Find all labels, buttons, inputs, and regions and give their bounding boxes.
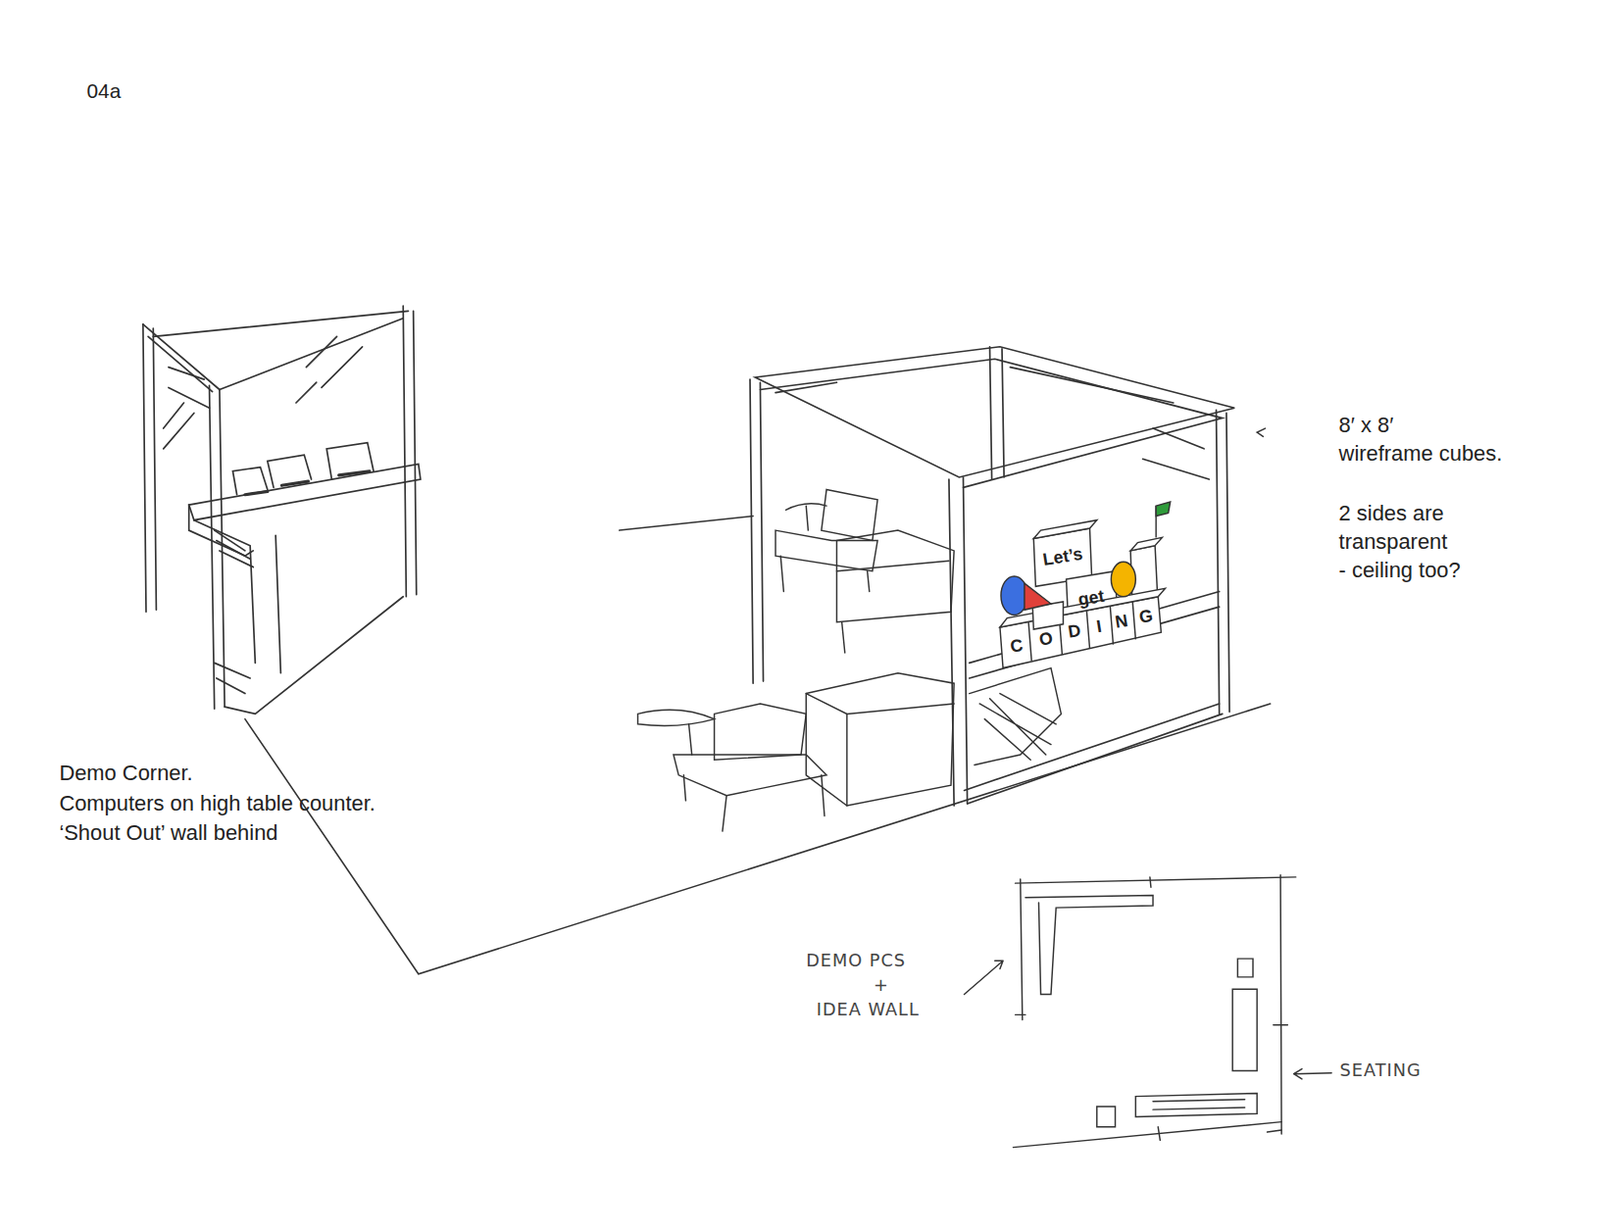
sketch-line [232, 467, 267, 496]
dimension-note: 8′ x 8′ [1339, 412, 1395, 438]
sign-letter: G [1137, 605, 1154, 628]
sketch-line [969, 668, 1062, 766]
sketch-line [168, 367, 210, 409]
floor-plan [964, 428, 1333, 1149]
sign-letter: C [1008, 635, 1025, 657]
sketch-line [1012, 1122, 1282, 1149]
sketch-line [805, 673, 954, 806]
sketch-line [836, 560, 949, 571]
sketch-line [1256, 428, 1265, 437]
note-text: Demo Corner. [58, 760, 193, 786]
sketch-line [750, 379, 764, 684]
sketch-line [780, 555, 870, 592]
coding-sign [1000, 501, 1171, 669]
sketch-line [1009, 367, 1173, 403]
sketch-line [836, 530, 954, 623]
sketch-line [1237, 958, 1253, 978]
sketch-line [1150, 877, 1151, 888]
sketch-line [1097, 1106, 1116, 1128]
sketch-line [1015, 1014, 1289, 1141]
plan-label: IDEA WALL [816, 1000, 920, 1020]
sketch-line [1232, 989, 1257, 1071]
sketch-line [990, 347, 1005, 480]
sketch-line [714, 703, 807, 760]
sketch-line [1280, 875, 1282, 1135]
sketch-line [402, 305, 417, 598]
sketch-line [964, 960, 1004, 995]
sketch-line [1033, 520, 1098, 540]
sketch-line [1294, 1069, 1333, 1080]
sketch-line [683, 775, 825, 832]
sketch-line [189, 504, 254, 556]
sketch-line [842, 622, 846, 653]
sketch-line [1015, 877, 1297, 884]
plan-label: DEMO PCS [805, 950, 906, 971]
sketch-line [189, 463, 421, 520]
sketch-line [689, 724, 693, 755]
sketch-line [245, 471, 370, 496]
sketch-line [1110, 561, 1136, 597]
note-text: transparent [1339, 529, 1449, 554]
sketch-line [163, 402, 195, 450]
note-text: ‘Shout Out’ wall behind [58, 820, 278, 846]
note-text: Computers on high table counter. [58, 791, 375, 816]
sketch-line [754, 347, 1235, 478]
sketch-line [214, 530, 254, 567]
sketch-line [979, 694, 1056, 761]
sketch-line [619, 516, 753, 532]
demo-cube [143, 305, 421, 714]
sketch-line [673, 754, 827, 797]
sketch-line [785, 503, 827, 531]
sketch-line [194, 520, 281, 674]
sketch-line [143, 324, 157, 612]
floor [245, 516, 1271, 975]
sketch-line [1135, 1093, 1257, 1117]
sketch-line [1152, 1100, 1246, 1110]
sketch-line [224, 597, 403, 715]
plan-label: + [873, 975, 890, 996]
note-text: - ceiling too? [1339, 557, 1461, 583]
note-text: 2 sides are [1339, 500, 1445, 526]
sign-letter: D [1066, 620, 1083, 643]
sketch-line [1020, 879, 1023, 1021]
sketch-line [846, 713, 848, 806]
armchairs [638, 489, 1062, 832]
sketch-line [1143, 428, 1210, 480]
sketch-line [1155, 501, 1171, 517]
note-text: wireframe cubes. [1339, 441, 1503, 466]
sketch-line [805, 694, 954, 715]
sketch-line [214, 662, 250, 694]
sketch-line [1216, 409, 1231, 714]
seating-cube [750, 347, 1235, 806]
sketch-line [964, 703, 1223, 804]
sketch-line [219, 318, 403, 391]
sketch-line [775, 382, 837, 393]
plan-label: SEATING [1340, 1060, 1422, 1081]
sketch-line [245, 703, 1271, 975]
sketch-line [1130, 537, 1162, 551]
page-number: 04a [87, 79, 122, 103]
sketch-line [638, 709, 715, 726]
sketch-line [296, 336, 363, 403]
sketch-line [821, 489, 878, 541]
sketch-line [1025, 896, 1153, 996]
sketch-line [1024, 583, 1051, 610]
sign-word: get [1076, 586, 1105, 610]
sign-letter: O [1037, 627, 1054, 650]
sketch-line [209, 385, 226, 709]
sketch-line [1000, 576, 1028, 616]
sketch-line [152, 310, 408, 337]
